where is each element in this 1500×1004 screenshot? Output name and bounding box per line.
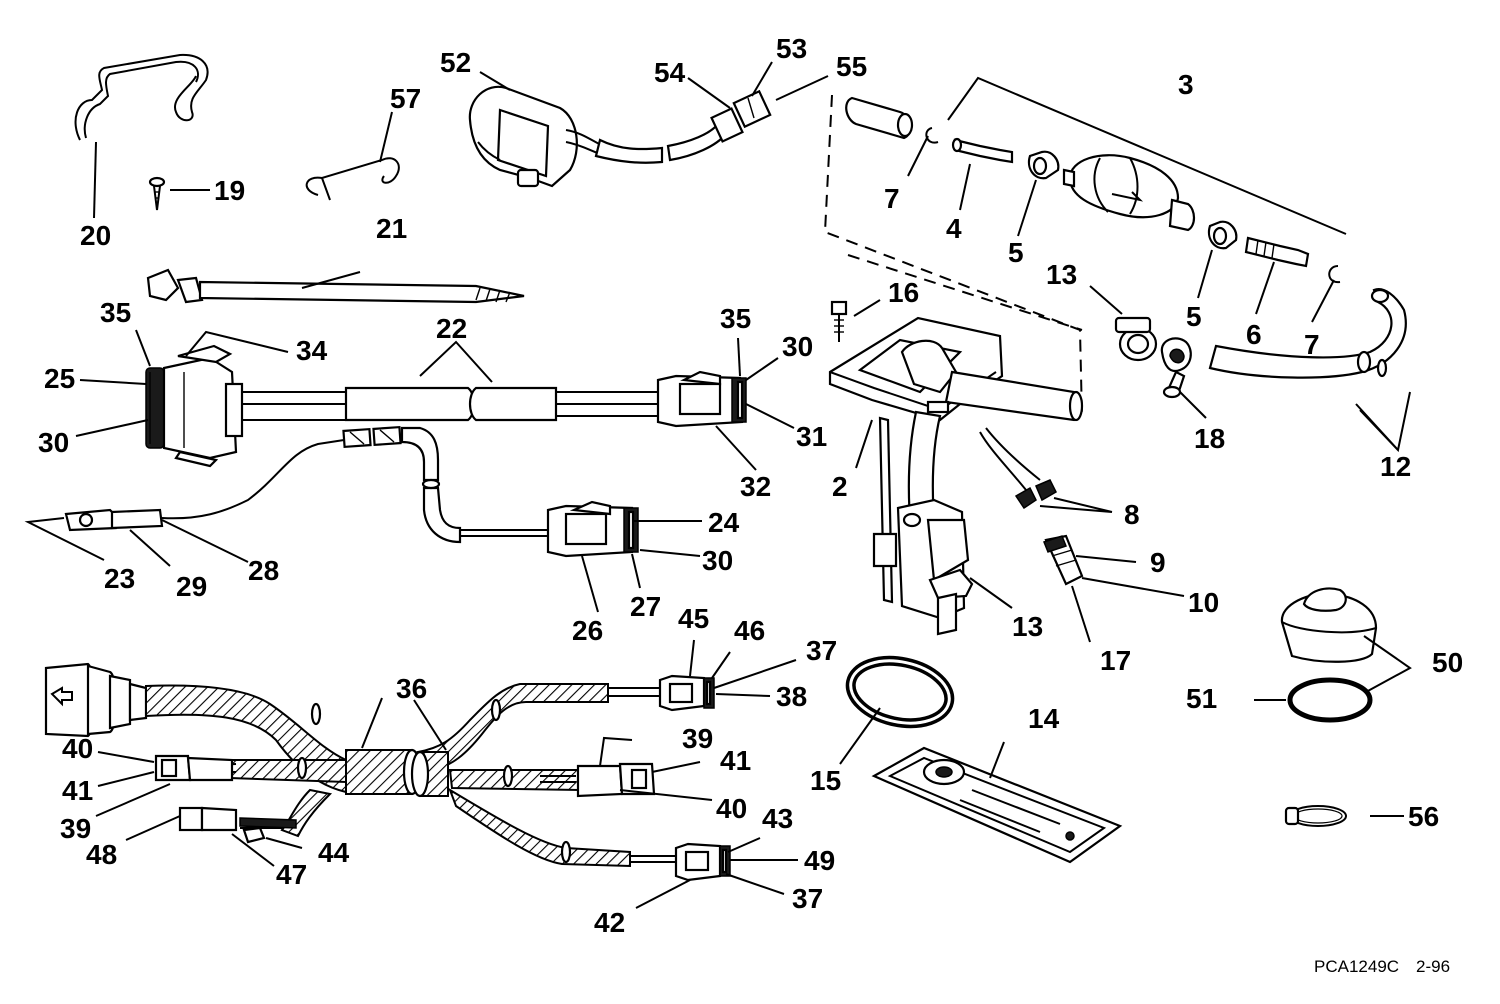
callout-17: 17 <box>1100 645 1131 676</box>
callout-5a: 5 <box>1008 237 1024 268</box>
callout-2: 2 <box>832 471 848 502</box>
hose-clamp-screw <box>1160 337 1192 399</box>
callout-15: 15 <box>810 765 841 796</box>
callout-53: 53 <box>776 33 807 64</box>
callout-37b: 37 <box>792 883 823 914</box>
mounting-screw <box>830 300 848 342</box>
callout-5b: 5 <box>1186 301 1202 332</box>
callout-3: 3 <box>1178 69 1194 100</box>
callout-28: 28 <box>248 555 279 586</box>
callout-9: 9 <box>1150 547 1166 578</box>
fuel-pickup-unit <box>828 316 1084 636</box>
leader-lines <box>24 61 1412 909</box>
callout-13a: 13 <box>1046 259 1077 290</box>
callout-14: 14 <box>1028 703 1060 734</box>
harness-branch <box>342 425 548 544</box>
callout-23: 23 <box>104 563 135 594</box>
filler-cap <box>1280 587 1378 723</box>
ground-lead <box>64 439 345 532</box>
callout-41b: 41 <box>720 745 751 776</box>
callout-16: 16 <box>888 277 919 308</box>
revision-date: 2-96 <box>1416 957 1450 976</box>
callout-39a: 39 <box>60 813 91 844</box>
callout-42: 42 <box>594 907 625 938</box>
callout-18: 18 <box>1194 423 1225 454</box>
fuel-hose <box>1208 288 1407 379</box>
callout-12: 12 <box>1380 451 1411 482</box>
callout-10: 10 <box>1188 587 1219 618</box>
secondary-connector <box>546 500 639 558</box>
cable-tie <box>146 268 525 304</box>
callout-labels: 20 19 57 52 54 53 55 3 7 4 5 5 6 7 13 21… <box>38 33 1463 938</box>
callout-50: 50 <box>1432 647 1463 678</box>
harness-connector-d <box>178 806 266 844</box>
callout-40b: 40 <box>716 793 747 824</box>
callout-45: 45 <box>678 603 709 634</box>
switch-lead-connector <box>594 89 772 164</box>
callout-29: 29 <box>176 571 207 602</box>
hose-clip <box>305 157 400 201</box>
callout-37a: 37 <box>806 635 837 666</box>
harness-connector-c <box>576 762 656 798</box>
callout-7a: 7 <box>884 183 900 214</box>
wire-retainer-clip <box>74 53 209 141</box>
callout-8: 8 <box>1124 499 1140 530</box>
callout-56: 56 <box>1408 801 1439 832</box>
wire-tie <box>1284 805 1347 827</box>
callout-51: 51 <box>1186 683 1217 714</box>
callout-57: 57 <box>390 83 421 114</box>
main-harness-connector <box>145 344 244 468</box>
callout-7b: 7 <box>1304 329 1320 360</box>
callout-6: 6 <box>1246 319 1262 350</box>
callout-30b: 30 <box>38 427 69 458</box>
callout-48: 48 <box>86 839 117 870</box>
callout-13b: 13 <box>1012 611 1043 642</box>
callout-46: 46 <box>734 615 765 646</box>
callout-47: 47 <box>276 859 307 890</box>
harness-right-connector <box>656 370 747 428</box>
gasket <box>871 746 1123 864</box>
main-harness-cable <box>242 386 660 422</box>
callout-41a: 41 <box>62 775 93 806</box>
callout-34: 34 <box>296 335 328 366</box>
callout-20: 20 <box>80 220 111 251</box>
callout-35b: 35 <box>720 303 751 334</box>
callout-32: 32 <box>740 471 771 502</box>
callout-55: 55 <box>836 51 867 82</box>
callout-31: 31 <box>796 421 827 452</box>
callout-39b: 39 <box>682 723 713 754</box>
harness-connector-a <box>658 674 715 712</box>
lower-harness <box>44 662 676 868</box>
callout-26: 26 <box>572 615 603 646</box>
switch-housing <box>468 85 621 188</box>
callout-35a: 35 <box>100 297 131 328</box>
callout-27: 27 <box>630 591 661 622</box>
drawing-code: PCA1249C <box>1314 957 1399 976</box>
callout-43: 43 <box>762 803 793 834</box>
callout-36: 36 <box>396 673 427 704</box>
hose-clamp <box>1114 316 1158 362</box>
harness-connector-e <box>674 842 731 882</box>
callout-19: 19 <box>214 175 245 206</box>
primer-bulb-assembly <box>823 94 1341 419</box>
callout-25: 25 <box>44 363 75 394</box>
callout-52: 52 <box>440 47 471 78</box>
callout-38: 38 <box>776 681 807 712</box>
callout-4: 4 <box>946 213 962 244</box>
callout-54: 54 <box>654 57 686 88</box>
callout-30c: 30 <box>702 545 733 576</box>
callout-49: 49 <box>804 845 835 876</box>
fuel-filter <box>1043 534 1084 586</box>
callout-44: 44 <box>318 837 350 868</box>
o-ring <box>845 655 955 729</box>
callout-21: 21 <box>376 213 407 244</box>
callout-40a: 40 <box>62 733 93 764</box>
harness-connector-b <box>154 754 234 782</box>
callout-24: 24 <box>708 507 740 538</box>
callout-22: 22 <box>436 313 467 344</box>
screw <box>148 176 166 211</box>
callout-30a: 30 <box>782 331 813 362</box>
